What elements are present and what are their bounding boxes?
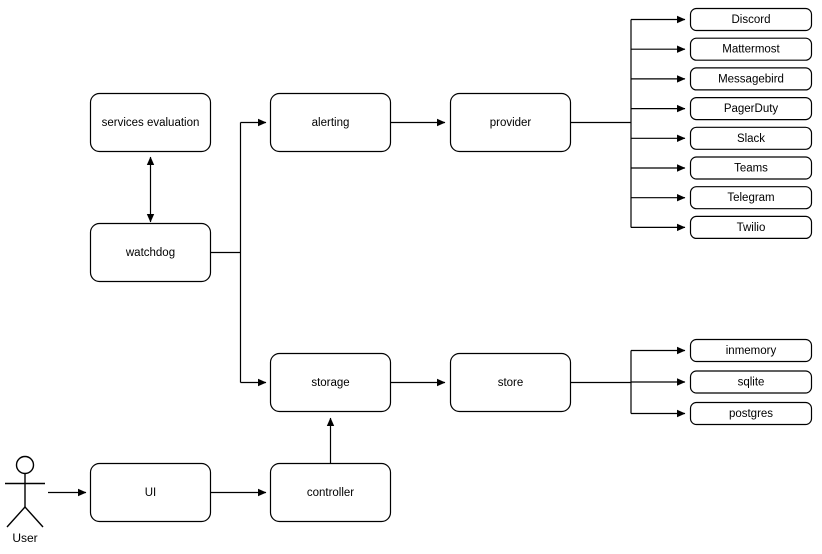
leaf-store-inmemory-label: inmemory <box>726 345 777 357</box>
node-provider-box[interactable] <box>449 92 572 153</box>
node-store-box[interactable] <box>449 352 572 413</box>
leaf-provider-telegram-box[interactable] <box>689 186 813 210</box>
leaf-provider-twilio[interactable]: Twilio <box>689 215 813 239</box>
leaf-store-sqlite-box[interactable] <box>689 370 813 394</box>
leaf-provider-pagerduty-box[interactable] <box>689 96 813 121</box>
node-controller[interactable]: controller <box>269 462 392 523</box>
node-provider[interactable]: provider <box>449 92 572 153</box>
leaf-provider-telegram-label: Telegram <box>727 192 774 204</box>
leaf-store-sqlite-label: sqlite <box>738 377 765 389</box>
node-ui-box[interactable] <box>89 462 212 523</box>
node-store[interactable]: store <box>449 352 572 413</box>
leaf-provider-twilio-box[interactable] <box>689 215 813 239</box>
leaf-provider-messagebird-label: Messagebird <box>718 73 784 85</box>
actor-head-icon <box>15 455 35 475</box>
leaf-provider-teams[interactable]: Teams <box>689 156 813 180</box>
leaf-provider-slack-box[interactable] <box>689 126 813 150</box>
leaf-provider-telegram[interactable]: Telegram <box>689 186 813 210</box>
node-services-evaluation[interactable]: services evaluation <box>89 92 212 153</box>
node-alerting-label: alerting <box>312 117 350 129</box>
store-list: inmemory sqlite postgres <box>689 338 813 426</box>
actor-user-label: User <box>12 531 37 545</box>
node-services-evaluation-box[interactable] <box>89 92 212 153</box>
leaf-provider-teams-box[interactable] <box>689 156 813 180</box>
leaf-store-sqlite[interactable]: sqlite <box>689 370 813 394</box>
node-storage-label: storage <box>311 377 349 389</box>
leaf-store-postgres-label: postgres <box>729 408 773 420</box>
node-storage-box[interactable] <box>269 352 392 413</box>
leaf-provider-mattermost-box[interactable] <box>689 37 813 61</box>
node-alerting[interactable]: alerting <box>269 92 392 153</box>
provider-list: Discord Mattermost Messagebird PagerDuty… <box>689 7 813 239</box>
node-ui[interactable]: UI <box>89 462 212 523</box>
node-controller-box[interactable] <box>269 462 392 523</box>
node-watchdog[interactable]: watchdog <box>89 222 212 283</box>
leaf-store-postgres[interactable]: postgres <box>689 401 813 426</box>
leaf-provider-slack-label: Slack <box>737 133 765 145</box>
leaf-provider-mattermost-label: Mattermost <box>722 44 780 56</box>
node-watchdog-box[interactable] <box>89 222 212 283</box>
leaf-provider-pagerduty[interactable]: PagerDuty <box>689 96 813 121</box>
leaf-provider-messagebird-box[interactable] <box>689 67 813 91</box>
node-watchdog-label: watchdog <box>125 247 175 259</box>
node-services-evaluation-label: services evaluation <box>102 117 200 129</box>
node-storage[interactable]: storage <box>269 352 392 413</box>
leaf-store-postgres-box[interactable] <box>689 401 813 426</box>
leaf-provider-twilio-label: Twilio <box>737 222 766 234</box>
node-ui-label: UI <box>145 487 157 499</box>
leaf-provider-slack[interactable]: Slack <box>689 126 813 150</box>
leaf-provider-teams-label: Teams <box>734 163 768 175</box>
actor-user[interactable]: User <box>5 455 45 546</box>
node-provider-label: provider <box>490 117 532 129</box>
stick-figure-actor-icon <box>5 455 45 528</box>
leaf-provider-discord-box[interactable] <box>689 7 813 32</box>
leaf-provider-pagerduty-label: PagerDuty <box>724 103 779 115</box>
leaf-provider-mattermost[interactable]: Mattermost <box>689 37 813 61</box>
actor-right-leg-line <box>24 506 44 528</box>
leaf-store-inmemory-box[interactable] <box>689 338 813 363</box>
node-alerting-box[interactable] <box>269 92 392 153</box>
node-controller-label: controller <box>307 487 354 499</box>
actor-left-leg-line <box>6 506 26 528</box>
node-store-label: store <box>498 377 524 389</box>
leaf-provider-discord[interactable]: Discord <box>689 7 813 32</box>
leaf-provider-messagebird[interactable]: Messagebird <box>689 67 813 91</box>
leaf-store-inmemory[interactable]: inmemory <box>689 338 813 363</box>
leaf-provider-discord-label: Discord <box>732 14 771 26</box>
